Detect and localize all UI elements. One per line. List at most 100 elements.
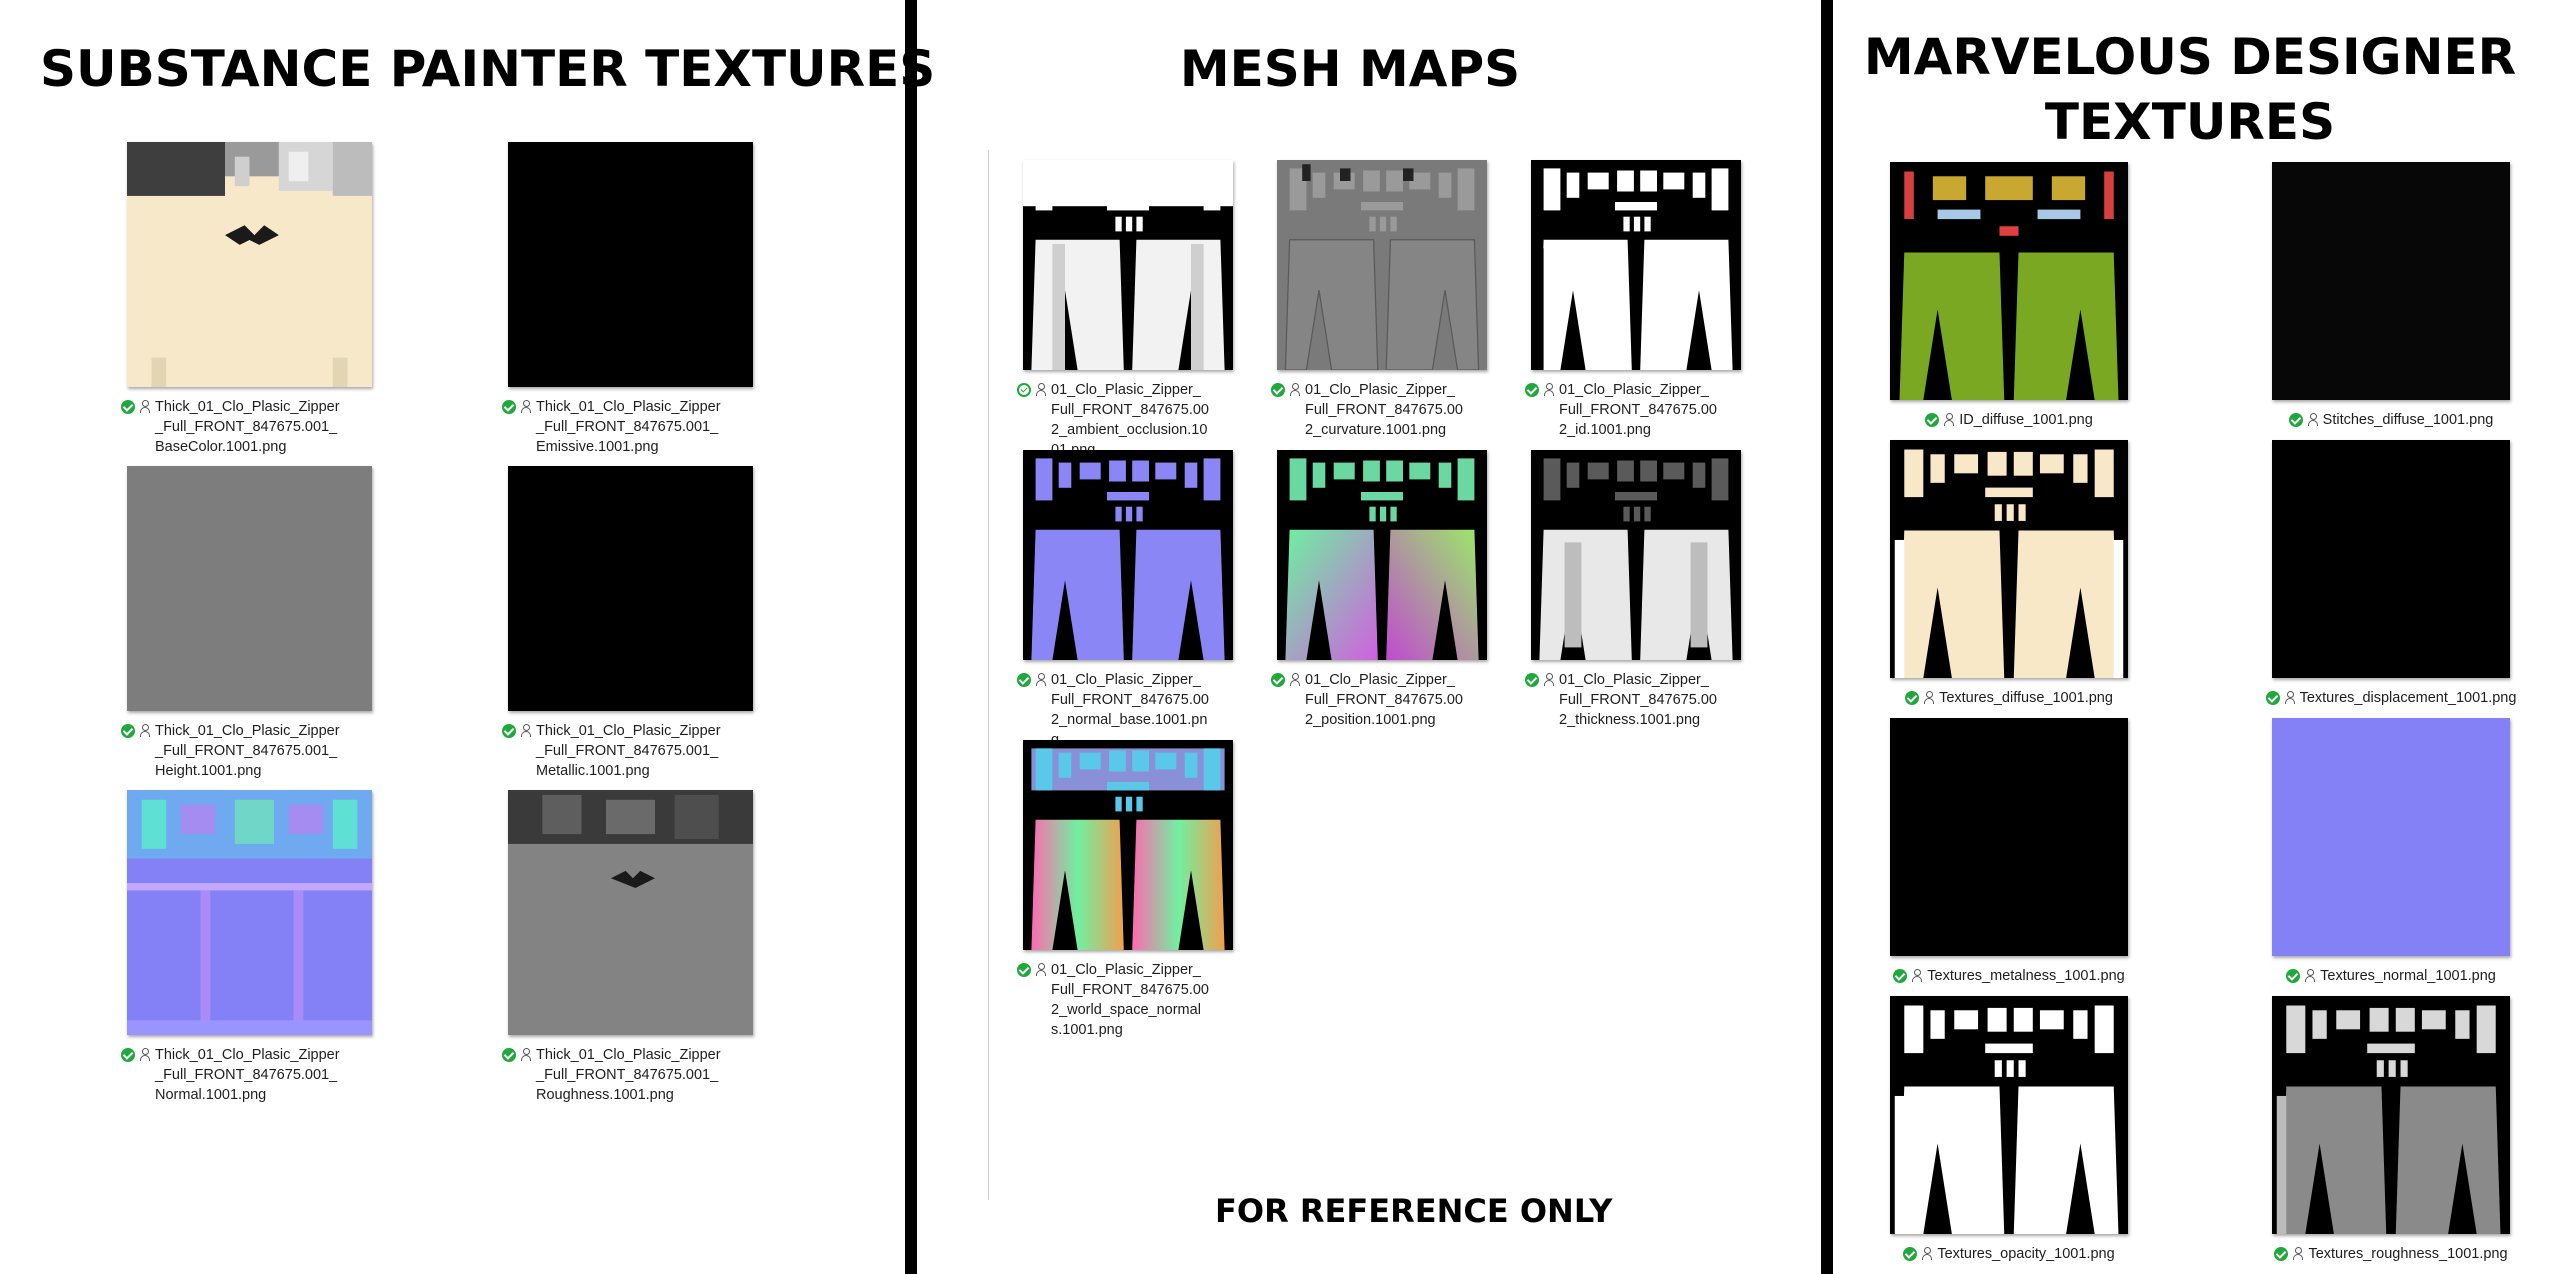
status-icons <box>2265 690 2298 706</box>
sync-complete-icon <box>502 1048 516 1062</box>
sync-complete-icon <box>1525 383 1539 397</box>
thumbnail-image[interactable] <box>508 466 753 711</box>
shared-person-icon <box>140 400 150 413</box>
shared-person-icon <box>521 1048 531 1061</box>
shared-person-icon <box>1944 413 1955 426</box>
status-icons <box>1017 672 1049 688</box>
file-name-label: 01_Clo_Plasic_Zipper_Full_FRONT_847675.0… <box>1559 672 1717 728</box>
substance-section-title: SUBSTANCE PAINTER TEXTURES <box>40 40 936 98</box>
shared-person-icon <box>2305 969 2316 982</box>
file-caption: Textures_roughness_1001.png <box>2251 1244 2531 1264</box>
status-icons <box>121 399 153 415</box>
thumbnail-image[interactable] <box>127 466 372 711</box>
file-name-label: Stitches_diffuse_1001.png <box>2322 412 2494 428</box>
file-name-label: Textures_opacity_1001.png <box>1937 1246 2115 1262</box>
file-caption: 01_Clo_Plasic_Zipper_Full_FRONT_847675.0… <box>1017 380 1209 460</box>
sync-complete-icon <box>1017 673 1031 687</box>
thumbnail-image[interactable] <box>1890 440 2128 678</box>
shared-person-icon <box>1036 963 1046 976</box>
sync-complete-icon <box>121 400 135 414</box>
file-caption: Thick_01_Clo_Plasic_Zipper_Full_FRONT_84… <box>502 721 724 781</box>
sync-complete-icon <box>1893 969 1908 983</box>
mesh-section-title: MESH MAPS <box>1179 40 1521 98</box>
file-caption: Textures_displacement_1001.png <box>2251 688 2531 708</box>
status-icons <box>502 399 534 415</box>
shared-person-icon <box>1544 383 1554 396</box>
column-divider-right <box>1821 0 1833 1274</box>
shared-person-icon <box>1036 383 1046 396</box>
status-icons <box>2274 1246 2306 1262</box>
thumbnail-image[interactable] <box>1023 740 1233 950</box>
shared-person-icon <box>1290 383 1300 396</box>
file-caption: 01_Clo_Plasic_Zipper_Full_FRONT_847675.0… <box>1271 670 1463 730</box>
thumbnail-image[interactable] <box>127 790 372 1035</box>
file-caption: Stitches_diffuse_1001.png <box>2251 410 2531 430</box>
file-caption: Thick_01_Clo_Plasic_Zipper_Full_FRONT_84… <box>502 1045 724 1105</box>
sync-complete-icon <box>2286 969 2301 983</box>
status-icons <box>121 723 153 739</box>
shared-person-icon <box>2307 413 2318 426</box>
sync-complete-icon <box>1525 673 1539 687</box>
file-caption: 01_Clo_Plasic_Zipper_Full_FRONT_847675.0… <box>1017 960 1209 1040</box>
marvelous-section-title-line1: MARVELOUS DESIGNER <box>1863 28 2517 86</box>
thumbnail-image[interactable] <box>127 142 372 387</box>
file-name-label: Thick_01_Clo_Plasic_Zipper_Full_FRONT_84… <box>536 399 721 455</box>
file-caption: ID_diffuse_1001.png <box>1869 410 2149 430</box>
thumbnail-image[interactable] <box>1531 160 1741 370</box>
thumbnail-image[interactable] <box>1277 160 1487 370</box>
thumbnail-image[interactable] <box>1531 450 1741 660</box>
file-caption: Thick_01_Clo_Plasic_Zipper_Full_FRONT_84… <box>121 397 343 457</box>
sync-complete-icon <box>2274 1247 2289 1261</box>
status-icons <box>1271 382 1303 398</box>
status-icons <box>1905 690 1937 706</box>
file-caption: Textures_opacity_1001.png <box>1869 1244 2149 1264</box>
status-icons <box>2288 412 2321 428</box>
file-name-label: Textures_diffuse_1001.png <box>1939 690 2113 706</box>
shared-person-icon <box>140 1048 150 1061</box>
shared-person-icon <box>521 724 531 737</box>
file-name-label: 01_Clo_Plasic_Zipper_Full_FRONT_847675.0… <box>1305 672 1463 728</box>
status-icons <box>1893 968 1925 984</box>
file-name-label: Textures_roughness_1001.png <box>2308 1246 2508 1262</box>
status-icons <box>1525 672 1557 688</box>
file-name-label: Textures_displacement_1001.png <box>2299 690 2517 706</box>
thumbnail-image[interactable] <box>1023 450 1233 660</box>
file-name-label: Textures_metalness_1001.png <box>1927 968 2125 984</box>
sync-complete-icon <box>1271 673 1285 687</box>
thumbnail-image[interactable] <box>2272 718 2510 956</box>
status-icons <box>1903 1246 1935 1262</box>
sync-complete-icon <box>1905 691 1920 705</box>
file-name-label: 01_Clo_Plasic_Zipper_Full_FRONT_847675.0… <box>1559 382 1717 438</box>
file-caption: Thick_01_Clo_Plasic_Zipper_Full_FRONT_84… <box>121 1045 343 1105</box>
shared-person-icon <box>2284 691 2295 704</box>
file-caption: 01_Clo_Plasic_Zipper_Full_FRONT_847675.0… <box>1525 380 1717 440</box>
status-icons <box>1525 382 1557 398</box>
thumbnail-image[interactable] <box>508 142 753 387</box>
marvelous-section-title-line2: TEXTURES <box>2044 93 2336 151</box>
file-name-label: 01_Clo_Plasic_Zipper_Full_FRONT_847675.0… <box>1305 382 1463 438</box>
sync-complete-icon <box>2265 691 2280 705</box>
sync-pending-icon <box>1017 383 1031 397</box>
mesh-panel-edge <box>988 150 989 1200</box>
status-icons <box>121 1047 153 1063</box>
thumbnail-image[interactable] <box>1277 450 1487 660</box>
status-icons <box>1271 672 1303 688</box>
file-caption: 01_Clo_Plasic_Zipper_Full_FRONT_847675.0… <box>1525 670 1717 730</box>
sync-complete-icon <box>1271 383 1285 397</box>
file-caption: 01_Clo_Plasic_Zipper_Full_FRONT_847675.0… <box>1271 380 1463 440</box>
thumbnail-image[interactable] <box>508 790 753 1035</box>
thumbnail-image[interactable] <box>1890 162 2128 400</box>
file-name-label: ID_diffuse_1001.png <box>1959 412 2093 428</box>
thumbnail-image[interactable] <box>1890 996 2128 1234</box>
thumbnail-image[interactable] <box>2272 996 2510 1234</box>
thumbnail-image[interactable] <box>1890 718 2128 956</box>
thumbnail-image[interactable] <box>1023 160 1233 370</box>
file-caption: Thick_01_Clo_Plasic_Zipper_Full_FRONT_84… <box>121 721 343 781</box>
thumbnail-image[interactable] <box>2272 440 2510 678</box>
shared-person-icon <box>521 400 531 413</box>
thumbnail-image[interactable] <box>2272 162 2510 400</box>
file-name-label: 01_Clo_Plasic_Zipper_Full_FRONT_847675.0… <box>1051 672 1209 748</box>
file-caption: 01_Clo_Plasic_Zipper_Full_FRONT_847675.0… <box>1017 670 1209 750</box>
sync-complete-icon <box>121 1048 135 1062</box>
file-name-label: Thick_01_Clo_Plasic_Zipper_Full_FRONT_84… <box>536 1047 721 1103</box>
